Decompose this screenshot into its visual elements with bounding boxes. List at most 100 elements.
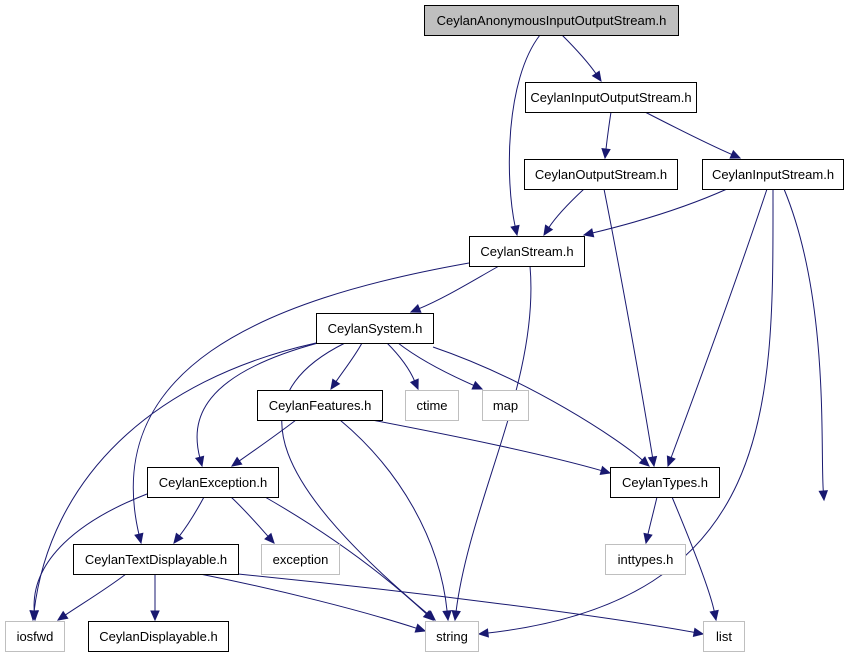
edge-exception_h-to-textdisp [173, 496, 205, 544]
node-anon[interactable]: CeylanAnonymousInputOutputStream.h [424, 5, 679, 36]
node-label: iosfwd [17, 629, 54, 644]
edge-in-to-list [783, 188, 828, 502]
edge-line [33, 493, 148, 613]
node-label: inttypes.h [618, 552, 674, 567]
node-box [525, 82, 697, 113]
edge-stream-to-system [409, 265, 500, 313]
edge-arrowhead [194, 455, 205, 468]
node-features[interactable]: CeylanFeatures.h [257, 390, 383, 421]
node-box [5, 621, 65, 652]
node-stream[interactable]: CeylanStream.h [469, 236, 585, 267]
edge-arrowhead [647, 455, 658, 468]
edge-line [670, 188, 768, 459]
node-box [469, 236, 585, 267]
edge-arrowhead [451, 609, 461, 622]
node-disp[interactable]: CeylanDisplayable.h [88, 621, 229, 652]
edge-stream-to-string [451, 265, 532, 622]
edge-arrowhead [442, 610, 452, 622]
node-box [610, 467, 720, 498]
node-system[interactable]: CeylanSystem.h [316, 313, 434, 344]
node-out[interactable]: CeylanOutputStream.h [524, 159, 678, 190]
node-label: CeylanTextDisplayable.h [85, 552, 227, 567]
node-inttypes[interactable]: inttypes.h [605, 544, 686, 575]
node-textdisp[interactable]: CeylanTextDisplayable.h [73, 544, 239, 575]
node-box [605, 544, 686, 575]
edge-arrowhead [409, 303, 422, 313]
node-list[interactable]: list [703, 621, 745, 652]
node-box [88, 621, 229, 652]
node-label: CeylanOutputStream.h [535, 167, 667, 182]
edge-system-to-features [330, 342, 363, 391]
node-label: CeylanSystem.h [328, 321, 423, 336]
node-label: ctime [416, 398, 447, 413]
node-in[interactable]: CeylanInputStream.h [702, 159, 844, 190]
edge-line [264, 496, 428, 615]
edge-line [199, 573, 418, 630]
edge-features-to-types [371, 419, 612, 475]
edge-arrowhead [599, 465, 612, 475]
edge-line [371, 419, 603, 472]
edge-textdisp-to-string [199, 573, 427, 633]
node-iosfwd[interactable]: iosfwd [5, 621, 65, 652]
edge-line [178, 496, 205, 537]
edges-layer [29, 34, 828, 638]
node-box [482, 390, 529, 421]
edge-exception_h-to-iosfwd [29, 493, 148, 622]
edge-line [237, 573, 696, 634]
edge-in-to-stream [582, 188, 728, 238]
nodes-layer: CeylanAnonymousInputOutputStream.hCeylan… [5, 5, 844, 652]
node-io[interactable]: CeylanInputOutputStream.h [525, 82, 697, 113]
edge-line [33, 342, 317, 613]
edge-line [561, 34, 597, 75]
node-ctime[interactable]: ctime [405, 390, 459, 421]
edge-arrowhead [666, 455, 676, 468]
edge-line [335, 342, 363, 383]
node-box [524, 159, 678, 190]
edge-arrowhead [409, 378, 419, 391]
node-box [73, 544, 239, 575]
edge-arrowhead [818, 490, 828, 502]
node-exception-h[interactable]: CeylanException.h [147, 467, 279, 498]
edge-system-to-types [432, 346, 650, 467]
node-label: CeylanFeatures.h [269, 398, 372, 413]
edge-arrowhead [56, 610, 69, 621]
edge-line [64, 573, 127, 616]
node-types[interactable]: CeylanTypes.h [610, 467, 720, 498]
edge-arrowhead [591, 70, 602, 83]
edge-in-to-types [666, 188, 768, 468]
edge-arrowhead [173, 532, 184, 544]
node-exception[interactable]: exception [261, 544, 340, 575]
edge-line [783, 188, 824, 493]
edge-arrowhead [729, 149, 742, 159]
node-box [424, 5, 679, 36]
edge-arrowhead [543, 224, 554, 237]
edge-arrowhead [330, 378, 341, 391]
edge-line [605, 111, 612, 151]
node-label: CeylanException.h [159, 475, 267, 490]
edge-line [238, 419, 297, 462]
node-string[interactable]: string [425, 621, 479, 652]
node-box [703, 621, 745, 652]
edge-arrowhead [414, 623, 427, 633]
edge-textdisp-to-iosfwd [56, 573, 127, 621]
edge-line [386, 342, 416, 382]
node-map[interactable]: map [482, 390, 529, 421]
edge-anon-to-stream [508, 34, 541, 237]
node-box [702, 159, 844, 190]
edge-stream-to-textdisp [132, 262, 470, 545]
edge-arrowhead [150, 610, 160, 622]
edge-arrowhead [510, 224, 520, 237]
edge-line [508, 34, 541, 228]
node-box [147, 467, 279, 498]
edge-arrowhead [709, 609, 719, 622]
edge-arrowhead [582, 228, 595, 238]
edge-exception_h-to-exception [230, 496, 275, 544]
edge-line [647, 496, 658, 536]
node-label: map [493, 398, 518, 413]
node-label: string [436, 629, 468, 644]
edge-features-to-exception_h [230, 419, 297, 467]
edge-line [132, 262, 470, 536]
edge-line [644, 111, 733, 156]
node-box [405, 390, 459, 421]
edge-line [591, 188, 728, 234]
